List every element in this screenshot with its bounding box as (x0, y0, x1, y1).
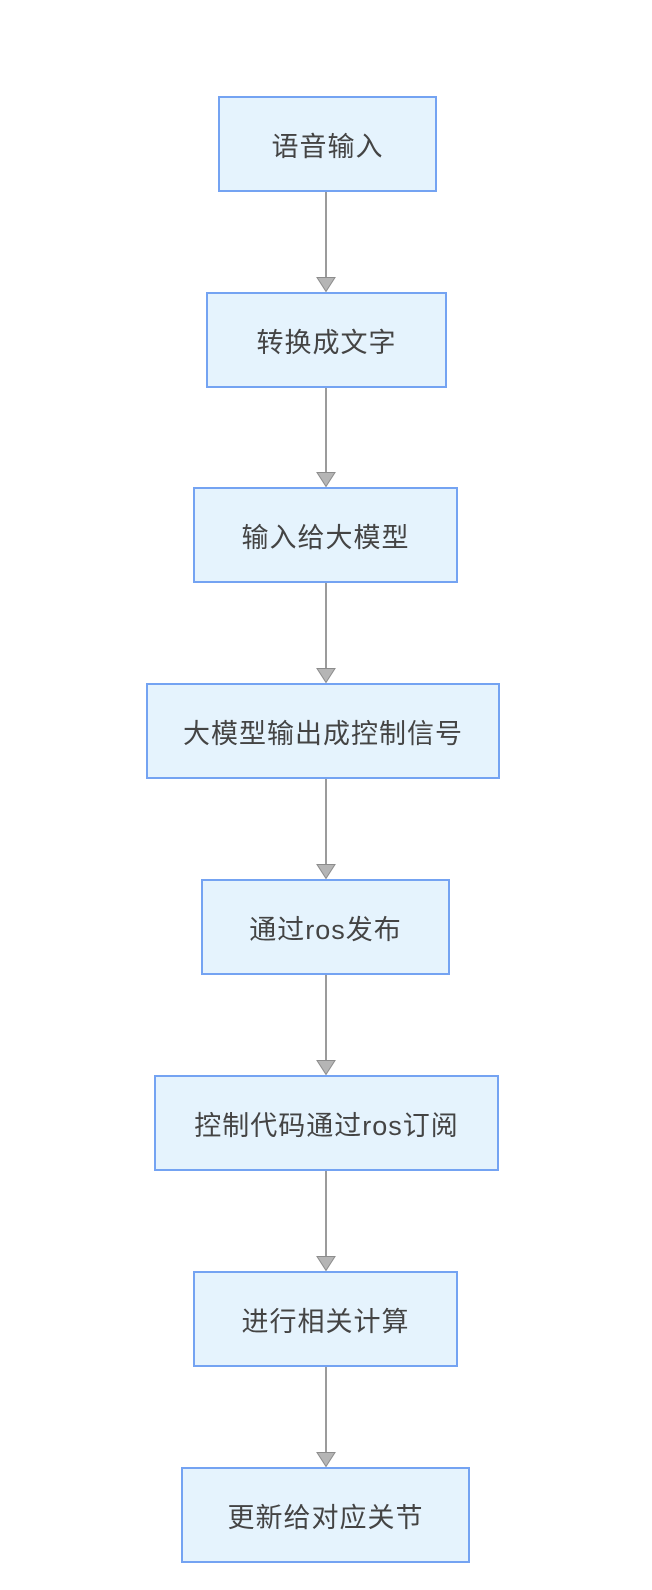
flow-node-compute: 进行相关计算 (193, 1271, 458, 1367)
arrow-down-icon (316, 864, 336, 879)
flow-node-input-to-llm: 输入给大模型 (193, 487, 458, 583)
node-label: 转换成文字 (256, 327, 397, 358)
flow-arrow (316, 779, 336, 879)
flow-arrow (316, 1367, 336, 1467)
flow-arrow (316, 583, 336, 683)
arrow-line (325, 1367, 327, 1454)
flow-node-update-joints: 更新给对应关节 (181, 1467, 470, 1563)
arrow-line (325, 583, 327, 670)
arrow-down-icon (316, 1060, 336, 1075)
arrow-down-icon (316, 1256, 336, 1271)
node-label: 控制代码通过ros订阅 (194, 1110, 459, 1141)
arrow-line (325, 1171, 327, 1258)
arrow-line (325, 388, 327, 474)
node-label: 输入给大模型 (241, 522, 410, 553)
flow-node-voice-input: 语音输入 (218, 96, 437, 192)
flow-arrow (316, 192, 336, 292)
flow-arrow (316, 388, 336, 487)
flow-node-speech-to-text: 转换成文字 (206, 292, 447, 388)
arrow-line (325, 779, 327, 866)
arrow-down-icon (316, 472, 336, 487)
node-label: 语音输入 (271, 131, 384, 162)
node-label: 大模型输出成控制信号 (183, 718, 463, 749)
arrow-down-icon (316, 1452, 336, 1467)
flow-node-ros-subscribe: 控制代码通过ros订阅 (154, 1075, 499, 1171)
flow-node-llm-output-control-signal: 大模型输出成控制信号 (146, 683, 500, 779)
arrow-down-icon (316, 668, 336, 683)
arrow-down-icon (316, 277, 336, 292)
flow-node-ros-publish: 通过ros发布 (201, 879, 450, 975)
arrow-line (325, 192, 327, 279)
node-label: 进行相关计算 (241, 1306, 410, 1337)
flow-arrow (316, 1171, 336, 1271)
node-label: 通过ros发布 (249, 914, 402, 945)
node-label: 更新给对应关节 (227, 1502, 424, 1533)
arrow-line (325, 975, 327, 1062)
flow-arrow (316, 975, 336, 1075)
